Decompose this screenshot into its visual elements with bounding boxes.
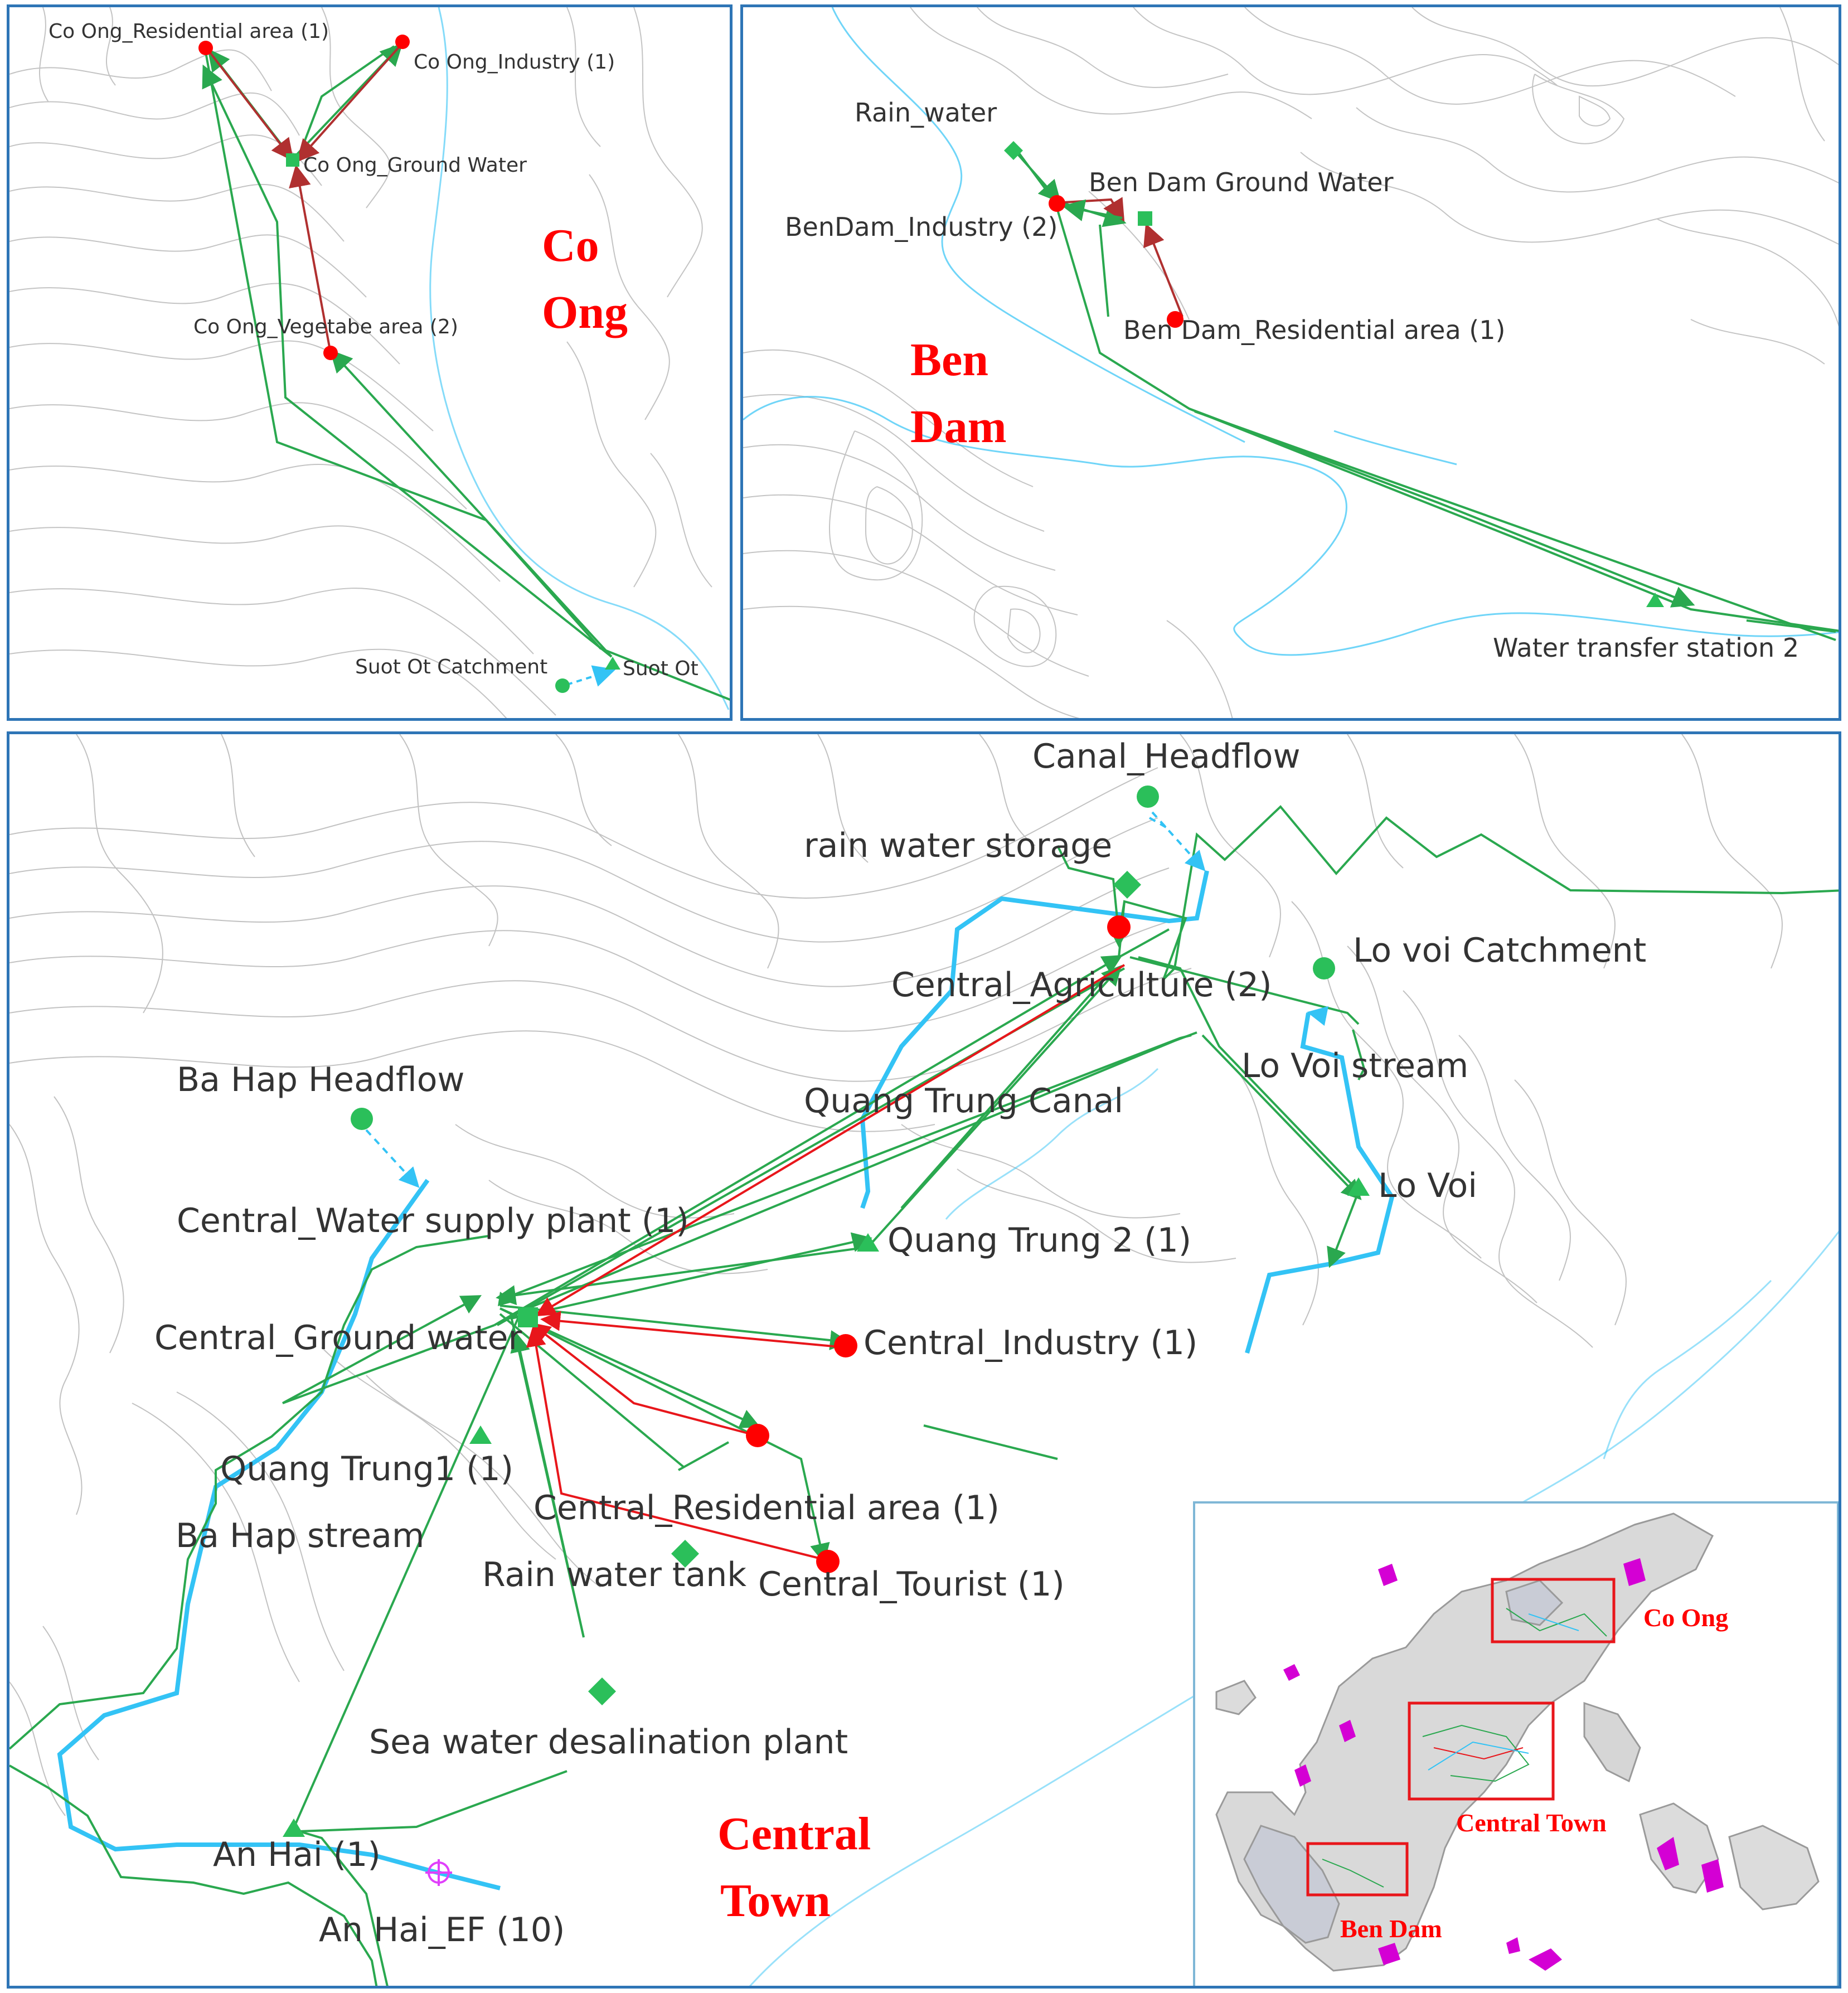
ben-dam-ground-water-node[interactable] bbox=[1138, 211, 1152, 226]
node-labels: Rain_water Ben Dam Ground Water BenDam_I… bbox=[785, 98, 1799, 663]
central-residential-label: Central_Residential area (1) bbox=[533, 1488, 1000, 1528]
inset-ben-dam-box[interactable] bbox=[1306, 1842, 1409, 1897]
supply-plant-arrow-hub bbox=[498, 1292, 514, 1306]
lo-voi-catchment-label: Lo voi Catchment bbox=[1353, 931, 1646, 970]
ben-dam-panel: Rain_water Ben Dam Ground Water BenDam_I… bbox=[740, 4, 1841, 721]
lo-voi-label: Lo Voi bbox=[1378, 1166, 1477, 1205]
ben-dam-region-label-line1: Ben bbox=[910, 334, 988, 386]
co-ong-ground-water-node[interactable] bbox=[286, 153, 299, 167]
rain-water-label: Rain_water bbox=[855, 98, 997, 128]
node-labels: Co Ong_Residential area (1) Co Ong_Indus… bbox=[48, 20, 699, 680]
links bbox=[202, 43, 730, 701]
ben-dam-ground-water-label: Ben Dam Ground Water bbox=[1089, 167, 1394, 197]
links bbox=[1012, 148, 1839, 641]
magenta-patches bbox=[1283, 1558, 1724, 1971]
central-ground-water-node[interactable] bbox=[518, 1307, 538, 1327]
ba-hap-stream-label: Ba Hap stream bbox=[176, 1516, 424, 1555]
suot-ot-catchment-label: Suot Ot Catchment bbox=[355, 656, 547, 678]
central-town-panel: Canal_Headflow rain water storage Centra… bbox=[7, 731, 1841, 1989]
inset-co-ong-box[interactable] bbox=[1491, 1578, 1616, 1643]
rain-water-storage-label: rain water storage bbox=[804, 826, 1112, 865]
water-supply-plant-label: Central_Water supply plant (1) bbox=[177, 1201, 689, 1240]
ben-dam-residential-label: Ben Dam_Residential area (1) bbox=[1123, 315, 1505, 345]
nodes bbox=[198, 35, 620, 693]
rivers bbox=[743, 7, 1839, 656]
co-ong-region-label-line1: Co bbox=[542, 220, 599, 271]
central-industry-label: Central_Industry (1) bbox=[864, 1323, 1197, 1362]
ba-hap-headflow-label: Ba Hap Headflow bbox=[177, 1060, 465, 1099]
central-town-map: Canal_Headflow rain water storage Centra… bbox=[9, 734, 1839, 1986]
water-transfer-station-label: Water transfer station 2 bbox=[1493, 633, 1799, 663]
co-ong-vegetable-label: Co Ong_Vegetabe area (2) bbox=[193, 316, 458, 338]
co-ong-industry-label: Co Ong_Industry (1) bbox=[414, 51, 615, 74]
bendam-industry-label: BenDam_Industry (2) bbox=[785, 212, 1058, 242]
central-town-region-label-line2: Town bbox=[720, 1875, 831, 1927]
an-hai-node[interactable] bbox=[283, 1819, 305, 1837]
an-hai-ef-node[interactable] bbox=[425, 1859, 452, 1886]
central-industry-node[interactable] bbox=[834, 1334, 857, 1357]
central-town-region-label-line1: Central bbox=[717, 1808, 871, 1860]
return-dashed bbox=[365, 811, 1328, 1188]
inset-network-sketch bbox=[1322, 1608, 1607, 1888]
rain-water-storage-node[interactable] bbox=[1113, 871, 1141, 899]
quang-trung-2-node[interactable] bbox=[857, 1233, 879, 1252]
water-transfer-station-node[interactable] bbox=[1646, 593, 1664, 607]
central-tourist-node[interactable] bbox=[816, 1550, 840, 1573]
co-ong-ground-water-label: Co Ong_Ground Water bbox=[303, 154, 527, 177]
central-agriculture-node[interactable] bbox=[1107, 915, 1131, 939]
co-ong-panel: Co Ong_Residential area (1) Co Ong_Indus… bbox=[7, 4, 733, 721]
flow-links bbox=[282, 927, 1366, 1829]
suot-ot-catchment-node[interactable] bbox=[555, 678, 570, 693]
rain-water-tank-node[interactable] bbox=[671, 1540, 699, 1568]
canal-headflow-label: Canal_Headflow bbox=[1032, 737, 1301, 776]
quang-trung-1-node[interactable] bbox=[469, 1425, 492, 1444]
suot-ot-label: Suot Ot bbox=[623, 657, 699, 680]
desalination-plant-label: Sea water desalination plant bbox=[369, 1723, 848, 1762]
rain-water-tank-label: Rain water tank bbox=[482, 1555, 746, 1594]
central-agriculture-label: Central_Agriculture (2) bbox=[891, 966, 1272, 1005]
nodes bbox=[283, 785, 1370, 1886]
co-ong-map: Co Ong_Residential area (1) Co Ong_Indus… bbox=[9, 7, 730, 718]
quang-trung-1-label: Quang Trung1 (1) bbox=[220, 1449, 513, 1488]
contour-lines bbox=[9, 7, 712, 718]
quang-trung-canal-label: Quang Trung Canal bbox=[804, 1082, 1123, 1121]
island-shapes bbox=[1215, 1512, 1820, 1972]
suot-ot-node[interactable] bbox=[605, 657, 620, 670]
quang-trung-2-label: Quang Trung 2 (1) bbox=[887, 1221, 1191, 1260]
ben-dam-region-label-line2: Dam bbox=[910, 401, 1007, 453]
ba-hap-headflow-node[interactable] bbox=[351, 1108, 373, 1130]
nodes bbox=[1004, 141, 1664, 607]
co-ong-residential-label: Co Ong_Residential area (1) bbox=[48, 20, 329, 43]
inset-central-town-label: Central Town bbox=[1456, 1808, 1607, 1837]
contour-lines bbox=[743, 7, 1839, 718]
lo-voi-stream-label: Lo Voi stream bbox=[1241, 1046, 1468, 1085]
rivers bbox=[429, 7, 730, 710]
lo-voi-node[interactable] bbox=[1347, 1177, 1370, 1196]
lo-voi-catchment-node[interactable] bbox=[1313, 957, 1335, 979]
central-residential-node[interactable] bbox=[746, 1424, 769, 1447]
node-labels: Canal_Headflow rain water storage Centra… bbox=[154, 737, 1646, 1950]
co-ong-region-label-line2: Ong bbox=[542, 287, 628, 338]
co-ong-industry-node[interactable] bbox=[395, 35, 410, 49]
inset-ben-dam-label: Ben Dam bbox=[1340, 1914, 1442, 1943]
inset-map: Co Ong Central Town Ben Dam bbox=[1193, 1501, 1839, 1986]
co-ong-residential-node[interactable] bbox=[198, 41, 213, 55]
rain-water-node[interactable] bbox=[1004, 141, 1023, 160]
desalination-plant-node[interactable] bbox=[588, 1677, 616, 1705]
ben-dam-residential-node[interactable] bbox=[1167, 311, 1184, 328]
co-ong-vegetable-node[interactable] bbox=[323, 346, 338, 360]
an-hai-ef-label: An Hai_EF (10) bbox=[319, 1910, 565, 1950]
inset-central-town-box[interactable] bbox=[1408, 1701, 1555, 1801]
inset-co-ong-label: Co Ong bbox=[1643, 1603, 1728, 1632]
central-ground-water-label: Central_Ground water bbox=[154, 1318, 522, 1357]
ben-dam-map: Rain_water Ben Dam Ground Water BenDam_I… bbox=[743, 7, 1839, 718]
central-tourist-label: Central_Tourist (1) bbox=[758, 1565, 1065, 1604]
an-hai-label: An Hai (1) bbox=[213, 1835, 381, 1874]
bendam-industry-node[interactable] bbox=[1049, 195, 1065, 212]
canal-headflow-node[interactable] bbox=[1137, 785, 1159, 808]
